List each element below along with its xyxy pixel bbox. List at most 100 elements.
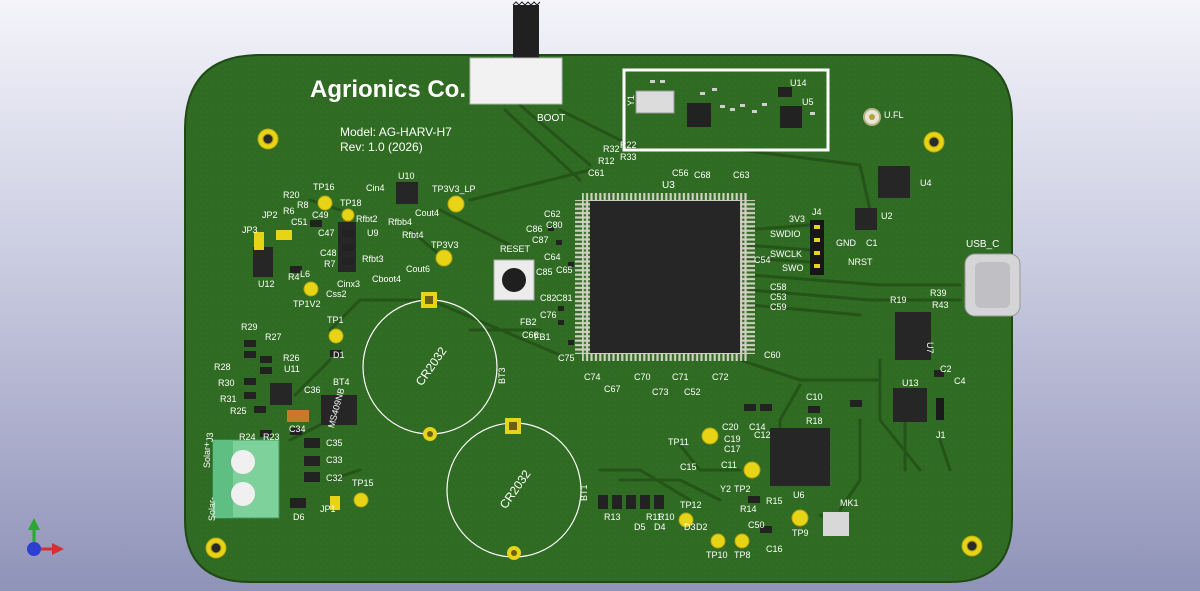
ic-chips [253,166,931,536]
c36-tantalum [287,410,309,422]
silk-ref: C53 [770,292,787,302]
revision-label: Rev: 1.0 (2026) [340,140,423,154]
company-name: Agrionics Co. [310,76,466,103]
silk-ref: D5 [634,522,646,532]
silk-ref: TP8 [734,550,751,560]
silk-ref: C64 [544,252,561,262]
silk-ref: Cboot4 [372,274,401,284]
ufl-connector[interactable] [863,108,881,126]
silk-ref: R20 [283,190,300,200]
silkscreen-refs: TP16 TP18 Cin4 Cout4 TP3V3_LP R20 R6 R8 … [214,140,966,560]
swd-swclk-label: SWCLK [770,249,802,259]
j4-label: J4 [812,207,822,217]
usb-c-label: USB_C [966,239,999,250]
silk-ref: C19 [724,434,741,444]
silk-ref: C63 [733,170,750,180]
silk-ref: C85 [536,267,553,277]
silk-ref: Css2 [326,289,347,299]
silk-ref: TP1V2 [293,299,321,309]
copper-traces [288,103,962,527]
silk-ref: R25 [230,406,247,416]
mounting-holes [205,128,983,559]
silk-ref: C81 [556,293,573,303]
silk-ref: C54 [754,255,771,265]
silk-ref: FB1 [534,332,551,342]
silk-ref: C76 [540,310,557,320]
silk-ref: R14 [740,504,757,514]
silk-ref: R33 [620,152,637,162]
silk-ref: C20 [722,422,739,432]
silk-ref: C72 [712,372,729,382]
u9-label: U9 [367,228,379,238]
swd-header-j4[interactable] [810,220,824,275]
silk-ref: C48 [320,248,337,258]
swd-3v3-label: 3V3 [789,214,805,224]
silk-ref: R23 [263,432,280,442]
j3-label: J3 [205,432,215,442]
u13-label: U13 [902,378,919,388]
silk-ref: C47 [318,228,335,238]
silk-ref: R11 [646,512,662,522]
silk-ref: C36 [304,385,321,395]
jumper-jp3[interactable] [254,232,264,250]
silk-ref: C65 [556,265,573,275]
reset-button[interactable] [493,259,535,301]
swd-swdio-label: SWDIO [770,229,801,239]
silk-ref: C35 [326,438,343,448]
silk-ref: Cinx3 [337,279,360,289]
u14-label: U14 [790,78,807,88]
silk-ref: TP3V3 [431,240,459,250]
silk-ref: C12 [754,430,771,440]
silk-ref: D2 [696,522,708,532]
silk-ref: C73 [652,387,669,397]
silk-ref: Cin4 [366,183,385,193]
axis-gizmo-icon [27,518,64,556]
usb-c-port[interactable] [964,253,1021,317]
silk-ref: TP2 [734,484,751,494]
u5-label: U5 [802,97,814,107]
silk-ref: C10 [806,392,823,402]
jumper-jp2[interactable] [276,230,292,240]
silk-ref: FB2 [520,317,537,327]
silk-ref: C14 [749,422,766,432]
swd-swo-label: SWO [782,263,804,273]
silk-ref: C61 [588,168,605,178]
boot-switch[interactable] [469,1,563,105]
silk-ref: C56 [672,168,689,178]
test-points[interactable] [303,195,809,549]
passive-components [244,220,944,533]
bt4-label: BT4 [333,377,350,387]
silk-ref: R31 [220,394,237,404]
silk-ref: Rfbt3 [362,254,384,264]
y1-label: Y1 [626,95,636,106]
silk-ref: TP1 [327,315,344,325]
jumper-jp1[interactable] [330,496,340,510]
u7-label: U7 [925,342,935,354]
silk-ref: R26 [283,353,300,363]
silk-ref: R6 [283,206,295,216]
silk-ref: C62 [544,209,561,219]
silk-ref: Cout4 [415,208,439,218]
silk-ref: C82 [540,293,557,303]
silk-ref: Rfbt4 [402,230,424,240]
silk-ref: C1 [866,238,878,248]
mk1-label: MK1 [840,498,859,508]
silk-ref: R29 [241,322,258,332]
solar-terminal-block[interactable] [212,439,280,519]
silk-ref: C80 [546,220,563,230]
silk-ref: Rfbt2 [356,214,378,224]
silk-ref: R30 [218,378,235,388]
silk-ref: JP2 [262,210,278,220]
silk-ref: C67 [604,384,621,394]
silk-ref: C60 [764,350,781,360]
silk-ref: JP3 [242,225,258,235]
silk-ref: TP11 [668,437,689,447]
silk-ref: C51 [291,217,308,227]
u2-label: U2 [881,211,893,221]
silk-ref: C74 [584,372,601,382]
silk-ref: R39 [930,288,947,298]
reset-label: RESET [500,244,531,254]
silk-ref: R27 [265,332,282,342]
silk-ref: R24 [239,432,256,442]
